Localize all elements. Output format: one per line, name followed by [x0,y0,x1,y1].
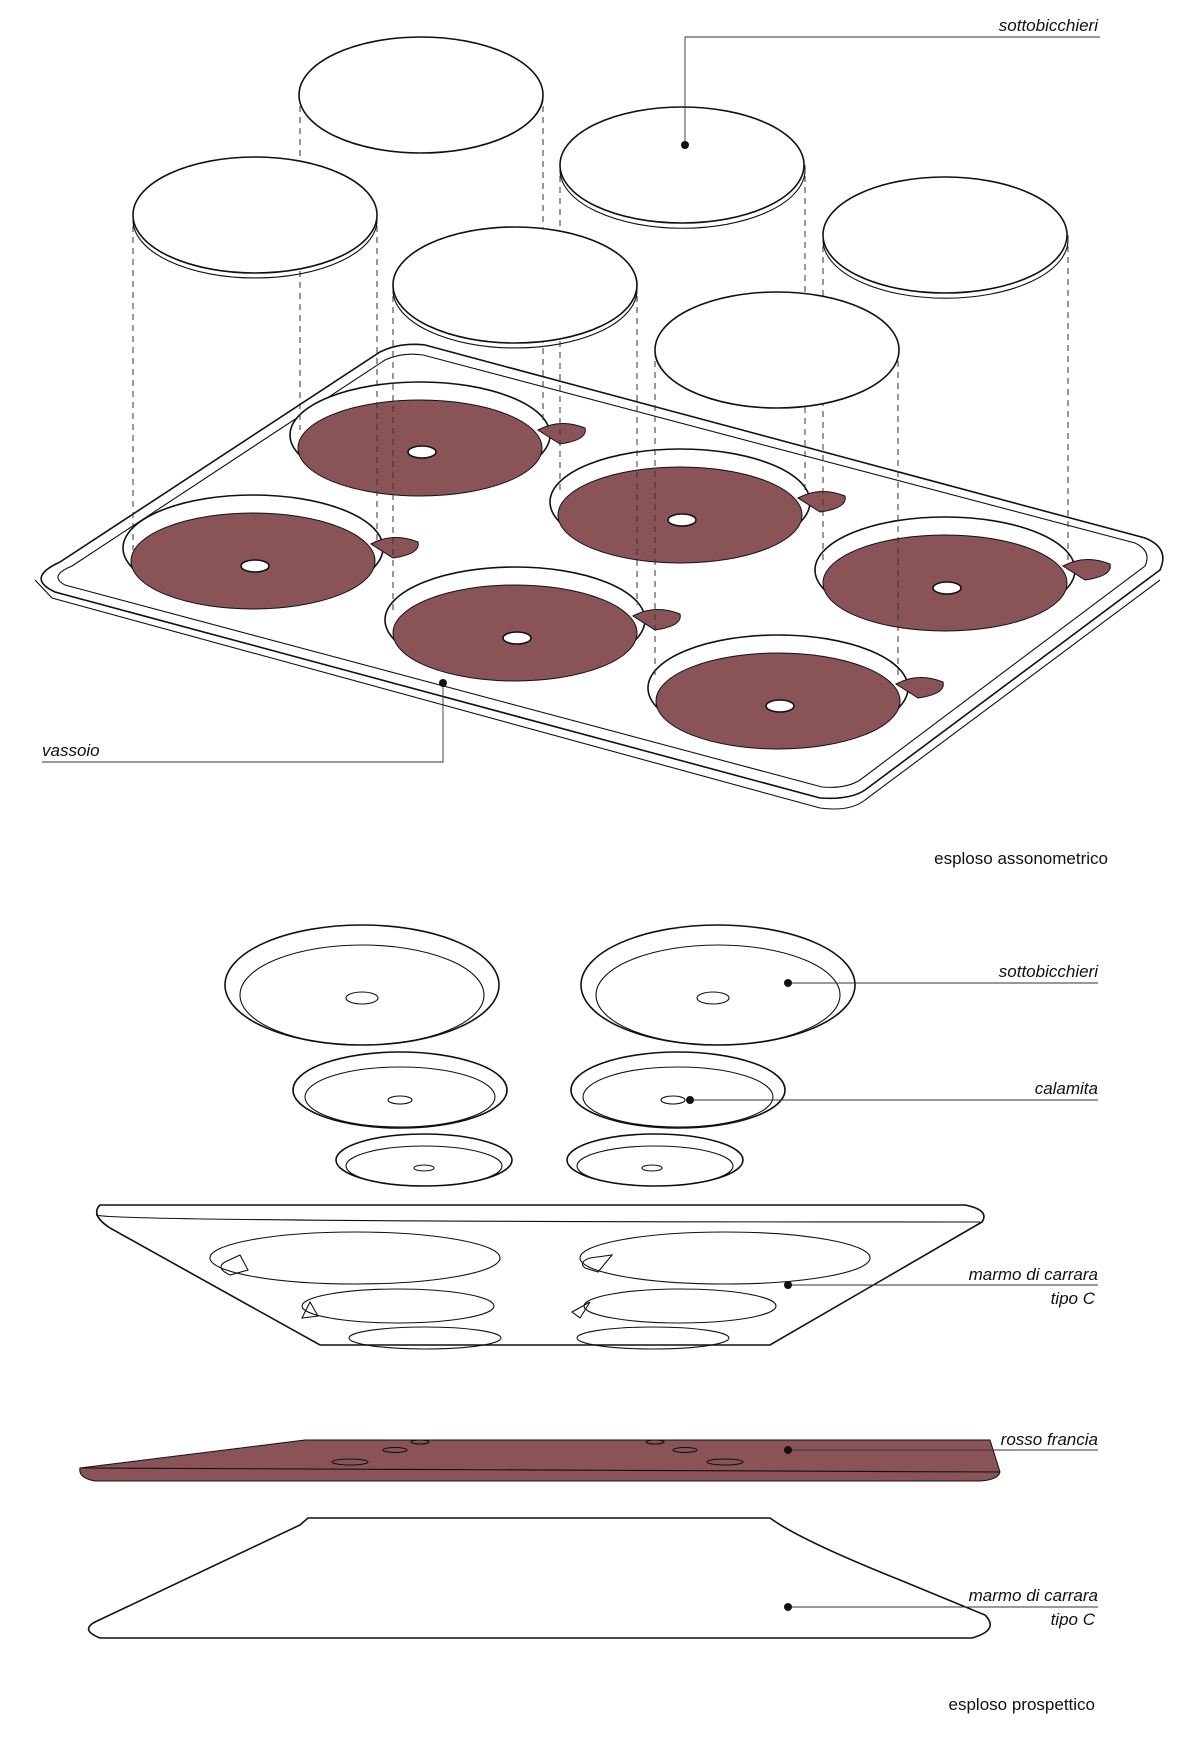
coaster-large-right [580,924,856,1046]
marble-base [87,1517,991,1639]
red-inlay-layer [79,1439,1001,1482]
coaster-medium-right [570,1051,786,1129]
axo-tray-callout: vassoio [42,679,447,763]
tray-recesses [122,381,1111,750]
marble-top-tray [95,1204,985,1350]
persp-magnet-callout: calamita [686,1079,1098,1104]
recess [384,566,681,682]
recess [549,448,846,564]
magnet-hole [407,445,437,459]
magnet-hole [240,559,270,573]
recess [647,634,944,750]
axo-caption: esploso assonometrico [934,849,1108,868]
persp-marble-top-callout: marmo di carrara tipo C [784,1265,1098,1308]
recess [122,494,419,610]
coaster [392,226,638,349]
persp-caption: esploso prospettico [949,1695,1095,1714]
persp-marble-base-callout: marmo di carrara tipo C [784,1586,1098,1629]
magnet-hole [932,581,962,595]
perspective-view: sottobicchieri calamita marmo di carrara… [79,924,1099,1714]
coasters [132,36,1069,409]
axonometric-view: sottobicchieri vassoio esploso assonomet… [34,16,1164,868]
tray-inner-rim [57,353,1148,788]
coaster [822,176,1069,299]
coaster [654,291,900,409]
persp-marble-base-label-line1: marmo di carrara [969,1586,1098,1605]
persp-marble-base-label-line2: tipo C [1051,1610,1096,1629]
magnet-hole [765,699,795,713]
coaster-small-left [335,1133,513,1187]
axo-coasters-label: sottobicchieri [999,16,1099,35]
persp-coasters-callout: sottobicchieri [784,962,1099,987]
axo-coaster-callout: sottobicchieri [681,16,1100,149]
coaster-medium-left [292,1051,508,1129]
coaster [132,156,378,279]
coaster-small-right [566,1133,744,1187]
persp-red-callout: rosso francia [784,1430,1098,1454]
persp-marble-top-label-line2: tipo C [1051,1289,1096,1308]
magnet-hole [667,513,697,527]
coaster-large-left [224,924,500,1046]
persp-red-label: rosso francia [1001,1430,1098,1449]
persp-magnet-label: calamita [1035,1079,1098,1098]
coaster [559,106,806,229]
axo-tray-label: vassoio [42,741,100,760]
recess [289,381,586,497]
persp-coasters-label: sottobicchieri [999,962,1099,981]
magnet-hole [502,631,532,645]
tray-edge [34,579,1161,810]
coaster [298,36,544,154]
persp-marble-top-label-line1: marmo di carrara [969,1265,1098,1284]
recess [814,516,1111,632]
